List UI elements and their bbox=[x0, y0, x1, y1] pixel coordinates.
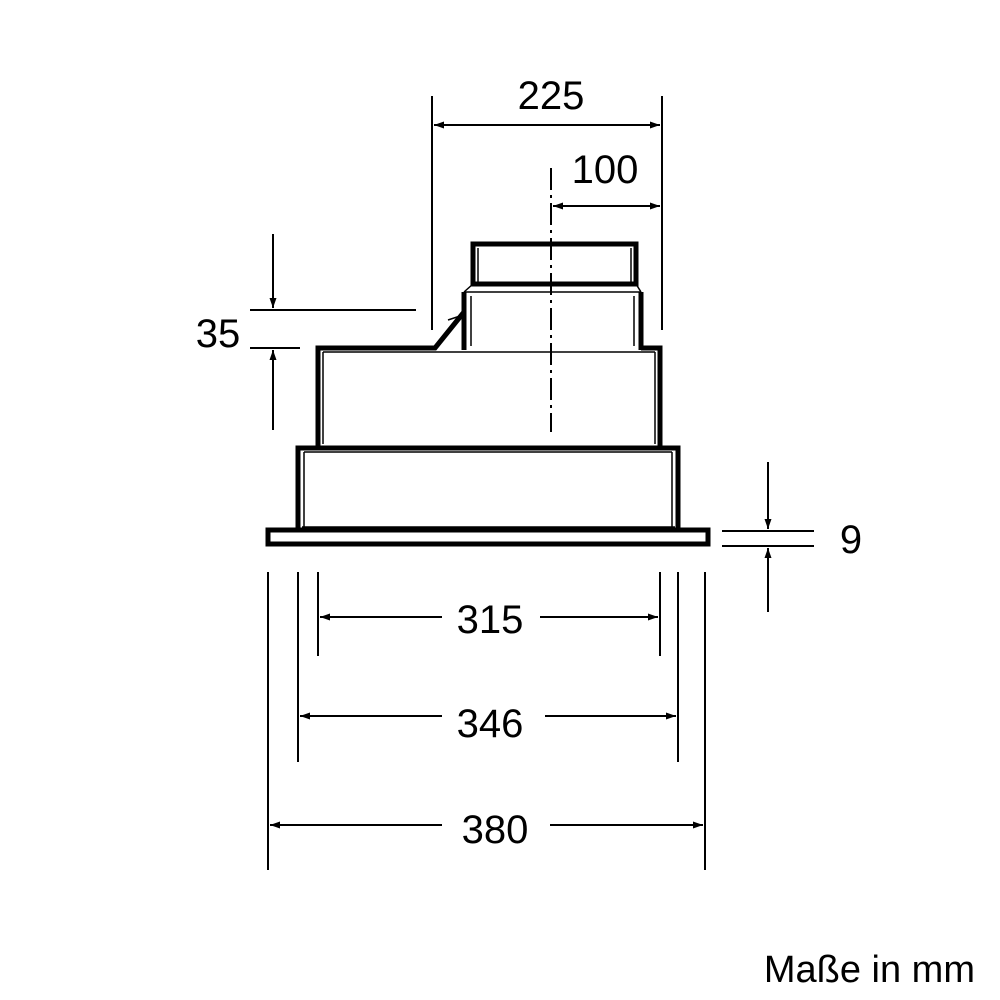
dim-label-100: 100 bbox=[572, 148, 639, 192]
dim-label-35: 35 bbox=[196, 312, 241, 356]
dim-label-346: 346 bbox=[457, 702, 524, 746]
dim-label-225: 225 bbox=[518, 74, 585, 118]
flange-plate bbox=[265, 527, 711, 547]
inner-lines bbox=[302, 248, 675, 528]
chimney-collar bbox=[470, 241, 639, 287]
dim-label-9: 9 bbox=[840, 518, 862, 562]
hood-outline bbox=[265, 241, 711, 547]
upper-body bbox=[315, 310, 663, 448]
dim-label-380: 380 bbox=[462, 808, 529, 852]
extension-lines bbox=[250, 96, 814, 870]
unit-note: Maße in mm bbox=[764, 949, 975, 991]
dimension-lines bbox=[269, 121, 772, 829]
lower-body bbox=[295, 445, 681, 530]
chimney-body bbox=[461, 292, 644, 350]
dim-label-315: 315 bbox=[457, 598, 524, 642]
